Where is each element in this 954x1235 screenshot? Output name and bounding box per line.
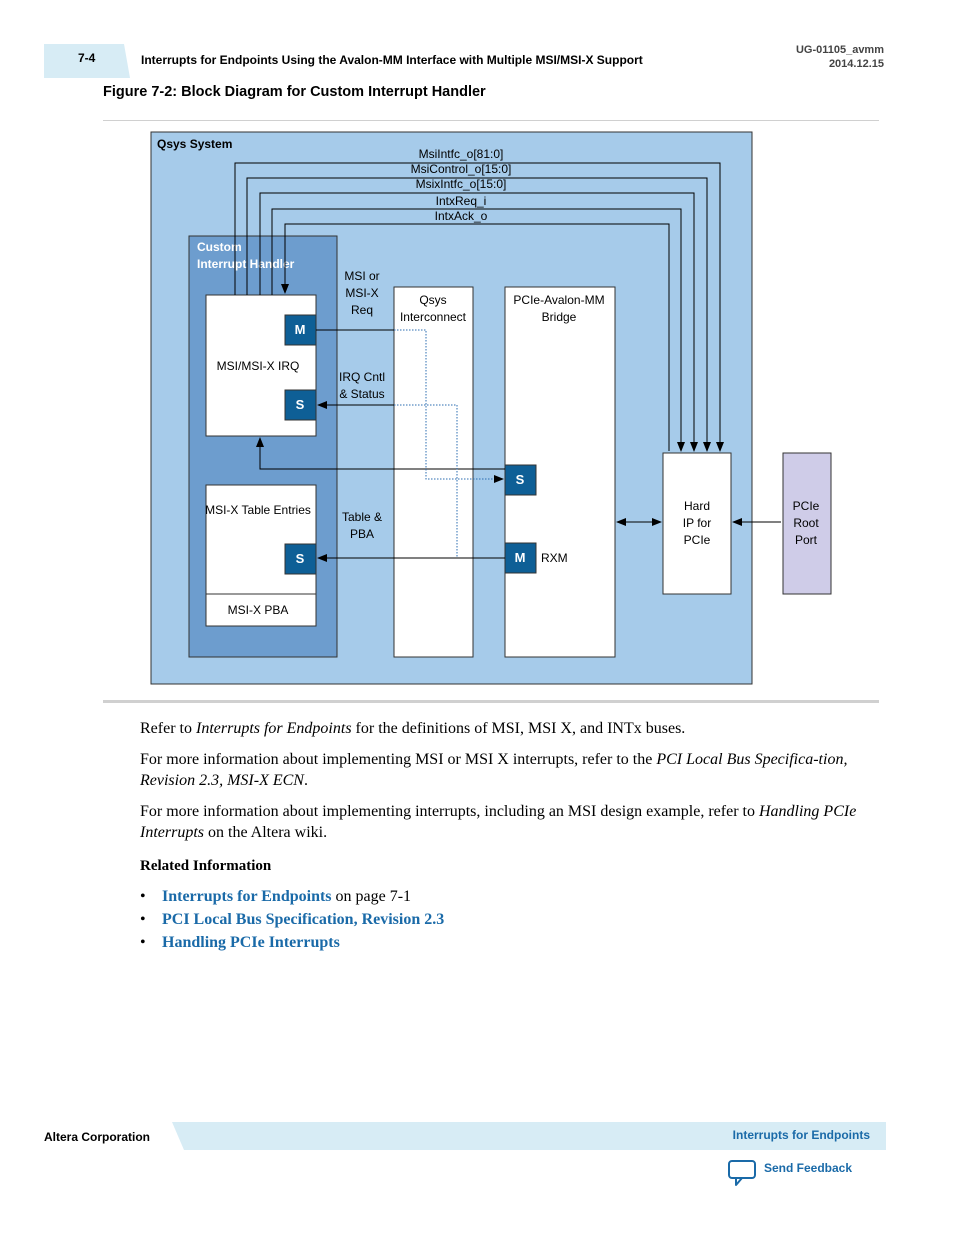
irq-slave-port-label: S (296, 397, 305, 412)
p2-italic: PCI Local Bus Specifica-tion, Revision 2… (140, 751, 848, 789)
header-title: Interrupts for Endpoints Using the Avalo… (141, 53, 643, 67)
header-doc-info: UG-01105_avmm 2014.12.15 (684, 43, 884, 71)
table-block-label: MSI-X Table Entries (205, 503, 311, 517)
signal-label-3: MsixIntfc_o[15:0] (416, 177, 507, 191)
footer-company: Altera Corporation (44, 1130, 151, 1144)
p3-text-end: on the Altera wiki. (204, 824, 328, 841)
msi-req-label-1: MSI or (344, 269, 379, 283)
p3-text: For more information about implementing … (140, 803, 759, 820)
root-port-block (782, 452, 832, 595)
root-port-label-3: Port (795, 533, 818, 547)
irq-master-port-label: M (295, 322, 306, 337)
block-diagram: Qsys System Custom Interrupt Handler MSI… (150, 131, 832, 685)
related-link-handling[interactable]: Handling PCIe Interrupts (162, 934, 340, 951)
related-item: PCI Local Bus Specification, Revision 2.… (140, 908, 444, 931)
related-item: Interrupts for Endpoints on page 7-1 (140, 885, 444, 908)
signal-lines (234, 162, 724, 452)
p1-text: Refer to (140, 720, 196, 737)
hard-ip-label-2: IP for (683, 516, 711, 530)
table-pba-label-1: Table & (342, 510, 382, 524)
interconnect-paths (394, 329, 504, 558)
irq-master-port (284, 314, 317, 346)
pba-block-label: MSI-X PBA (228, 603, 289, 617)
signal-label-2: MsiControl_o[15:0] (411, 162, 512, 176)
signal-label-4: IntxReq_i (436, 194, 487, 208)
paragraph-2: For more information about implementing … (140, 749, 870, 791)
related-link-pci-spec[interactable]: PCI Local Bus Specification, Revision 2.… (162, 911, 445, 928)
p2-text: For more information about implementing … (140, 751, 657, 768)
related-item: Handling PCIe Interrupts (140, 931, 444, 954)
bridge-slave-port (504, 464, 537, 496)
hard-ip-label-3: PCIe (684, 533, 711, 547)
related-suffix: on page 7-1 (331, 888, 412, 905)
signal-label-1: MsiIntfc_o[81:0] (419, 147, 504, 161)
related-info-heading: Related Information (140, 858, 272, 874)
bridge-master-port (504, 542, 537, 574)
doc-date: 2014.12.15 (828, 58, 884, 70)
related-info-list: Interrupts for Endpoints on page 7-1 PCI… (140, 885, 444, 954)
bridge-label-1: PCIe-Avalon-MM (513, 293, 604, 307)
p1-italic: Interrupts for Endpoints (195, 720, 352, 737)
table-slave-port-label: S (296, 551, 305, 566)
bridge-master-port-label: M (515, 550, 526, 565)
msi-req-label-2: MSI-X (345, 286, 378, 300)
irq-cntl-label-2: & Status (339, 387, 384, 401)
divider (103, 120, 879, 121)
p1-text-end: for the definitions of MSI, MSI X, and I… (351, 720, 686, 737)
msi-req-label-3: Req (351, 303, 373, 317)
related-link-interrupts[interactable]: Interrupts for Endpoints (162, 888, 332, 905)
rxm-label: RXM (541, 551, 568, 565)
handler-label-2: Interrupt Handler (197, 257, 295, 271)
irq-cntl-label-1: IRQ Cntl (339, 370, 385, 384)
doc-id: UG-01105_avmm (795, 44, 884, 56)
root-port-label-2: Root (793, 516, 819, 530)
figure-title: Figure 7-2: Block Diagram for Custom Int… (103, 84, 486, 100)
footer-band (172, 1122, 886, 1150)
p3-italic: Handling PCIe Interrupts (140, 803, 857, 841)
interconnect-block (393, 286, 474, 658)
send-feedback-link[interactable]: Send Feedback (764, 1161, 853, 1175)
paragraph-3: For more information about implementing … (140, 801, 870, 843)
p2-text-end: . (303, 772, 308, 789)
bridge-slave-port-label: S (516, 472, 525, 487)
interconnect-label-2: Interconnect (400, 310, 467, 324)
feedback-icon[interactable] (727, 1159, 757, 1187)
hard-ip-label-1: Hard (684, 499, 710, 513)
figure-bottom-rule (103, 700, 879, 703)
bridge-label-2: Bridge (542, 310, 577, 324)
table-slave-port (284, 543, 317, 575)
footer-topic-link[interactable]: Interrupts for Endpoints (732, 1128, 870, 1142)
hard-ip-block (662, 452, 732, 595)
handler-label-1: Custom (197, 240, 242, 254)
interconnect-label-1: Qsys (419, 293, 446, 307)
irq-slave-port (284, 389, 317, 421)
table-pba-label-2: PBA (350, 527, 374, 541)
irq-block-label: MSI/MSI-X IRQ (217, 359, 300, 373)
signal-label-5: IntxAck_o (435, 209, 488, 223)
root-port-label-1: PCIe (793, 499, 820, 513)
paragraph-1: Refer to Interrupts for Endpoints for th… (140, 718, 870, 739)
page-tab (44, 44, 130, 78)
page-number: 7-4 (78, 51, 96, 65)
qsys-system-label: Qsys System (157, 137, 232, 151)
